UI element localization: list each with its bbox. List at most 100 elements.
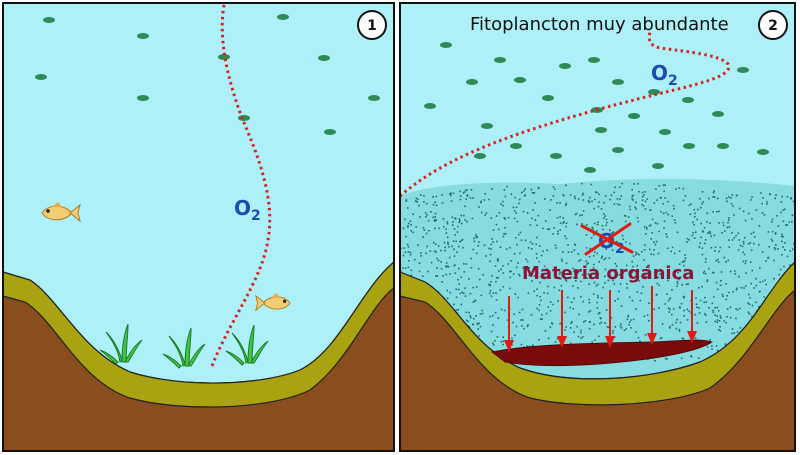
arrow-down-icon: [557, 290, 567, 348]
suspended-particle: [621, 182, 623, 185]
suspended-particle: [619, 186, 621, 189]
suspended-particle: [758, 291, 761, 293]
suspended-particle: [575, 272, 577, 274]
suspended-particle: [430, 211, 432, 213]
suspended-particle: [588, 283, 590, 286]
suspended-particle: [664, 184, 666, 186]
suspended-particle: [549, 310, 552, 312]
suspended-particle: [514, 196, 516, 199]
suspended-particle: [782, 246, 784, 248]
suspended-particle: [592, 228, 594, 230]
suspended-particle: [527, 292, 530, 295]
suspended-particle: [510, 270, 512, 273]
plankton-cell: [737, 67, 749, 73]
suspended-particle: [674, 222, 677, 224]
suspended-particle: [447, 266, 450, 268]
suspended-particle: [500, 268, 502, 271]
suspended-particle: [460, 239, 463, 242]
suspended-particle: [655, 294, 658, 296]
suspended-particle: [666, 236, 668, 238]
suspended-particle: [641, 195, 644, 198]
suspended-particle: [539, 281, 541, 284]
suspended-particle: [531, 269, 534, 272]
suspended-particle: [512, 206, 515, 209]
suspended-particle: [718, 222, 720, 224]
suspended-particle: [731, 239, 734, 241]
suspended-particle: [701, 191, 704, 193]
suspended-particle: [435, 251, 437, 253]
suspended-particle: [682, 199, 685, 202]
suspended-particle: [742, 210, 745, 213]
suspended-particle: [620, 323, 622, 325]
suspended-particle: [786, 255, 789, 258]
suspended-particle: [419, 216, 421, 218]
suspended-particle: [728, 217, 730, 219]
suspended-particle: [632, 318, 635, 321]
suspended-particle: [791, 214, 794, 217]
suspended-particle: [416, 201, 418, 203]
suspended-particle: [712, 309, 714, 312]
suspended-particle: [706, 346, 709, 348]
suspended-particle: [412, 231, 414, 234]
plankton-cell: [648, 89, 660, 95]
suspended-particle: [472, 323, 474, 326]
suspended-particle: [607, 326, 610, 329]
suspended-particle: [564, 278, 567, 281]
suspended-particle: [697, 208, 699, 211]
suspended-particle: [446, 221, 449, 223]
suspended-particle: [718, 210, 720, 213]
plankton-cell: [481, 123, 493, 129]
suspended-particle: [494, 311, 497, 314]
suspended-particle: [499, 289, 502, 291]
suspended-particle: [465, 311, 468, 314]
suspended-particle: [749, 297, 751, 299]
suspended-particle: [665, 233, 667, 235]
suspended-particle: [503, 309, 506, 312]
suspended-particle: [792, 248, 794, 251]
suspended-particle: [777, 225, 780, 227]
suspended-particle: [507, 216, 510, 219]
suspended-particle: [547, 337, 550, 340]
suspended-particle: [751, 218, 753, 220]
suspended-particle: [404, 251, 407, 254]
suspended-particle: [580, 280, 582, 283]
suspended-particle: [491, 275, 493, 277]
suspended-particle: [552, 186, 555, 188]
suspended-particle: [724, 344, 727, 346]
suspended-particle: [786, 224, 789, 226]
suspended-particle: [580, 337, 582, 339]
suspended-particle: [459, 220, 461, 222]
suspended-particle: [425, 232, 428, 235]
suspended-particle: [786, 195, 789, 198]
suspended-particle: [443, 226, 445, 228]
suspended-particle: [560, 258, 563, 261]
suspended-particle: [650, 238, 652, 240]
suspended-particle: [790, 198, 792, 200]
suspended-particle: [704, 296, 706, 299]
suspended-particle: [463, 191, 466, 193]
organic-sediment-layer: [491, 339, 713, 367]
suspended-particle: [724, 230, 726, 232]
suspended-particle: [546, 292, 549, 295]
suspended-particle: [719, 246, 722, 249]
suspended-particle: [459, 240, 461, 243]
suspended-particle: [649, 209, 651, 212]
suspended-particle: [403, 247, 405, 249]
suspended-particle: [705, 321, 708, 323]
suspended-particle: [784, 208, 786, 211]
suspended-particle: [733, 237, 735, 239]
suspended-particle: [607, 279, 610, 282]
suspended-particle: [602, 286, 604, 289]
suspended-particle: [496, 336, 499, 338]
suspended-particle: [495, 299, 498, 301]
suspended-particle: [505, 248, 508, 250]
suspended-particle: [402, 254, 405, 257]
suspended-particle: [683, 309, 685, 312]
suspended-particle: [765, 283, 768, 286]
suspended-particle: [469, 315, 472, 317]
suspended-particle: [453, 255, 456, 257]
suspended-particle: [630, 319, 632, 321]
suspended-particle: [735, 308, 737, 310]
suspended-particle: [629, 321, 631, 323]
suspended-particle: [722, 295, 724, 298]
